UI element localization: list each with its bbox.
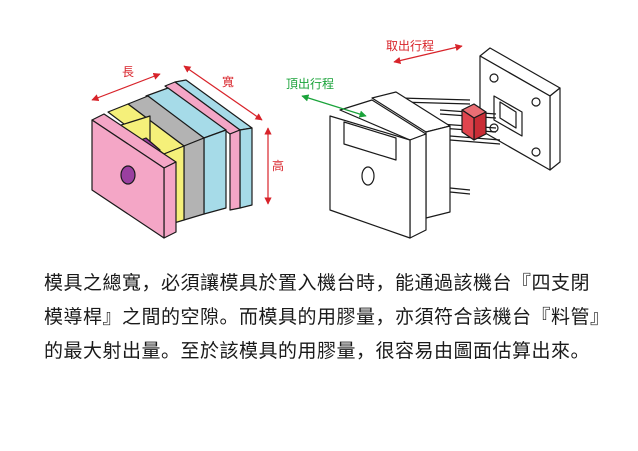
blue-block-front — [203, 129, 227, 215]
blue-plate-side — [239, 127, 253, 209]
moving-plate-bolt-2 — [531, 97, 541, 107]
moving-plate-side — [549, 87, 561, 171]
colored-mold-assembly — [91, 79, 253, 239]
sprue-hole-outline — [361, 166, 375, 186]
molded-part — [461, 103, 487, 141]
outline-mold-assembly — [479, 47, 561, 171]
moving-plate-bolt-4 — [531, 147, 541, 157]
outline-mold-front — [329, 91, 451, 239]
sprue-hole — [120, 165, 136, 185]
middle-plate-side — [425, 125, 451, 219]
front-plate-side — [409, 133, 427, 239]
mold-dimension-diagram: 長 寬 高 — [91, 38, 561, 239]
height-label: 高 — [272, 158, 284, 173]
moving-plate-window-inner — [499, 101, 517, 129]
gray-block-front — [183, 137, 205, 221]
ejector-stroke-arrow — [301, 94, 367, 118]
width-label: 寬 — [222, 74, 234, 89]
takeout-stroke-arrow — [393, 43, 463, 65]
ejector-stroke-label: 頂出行程 — [286, 76, 334, 91]
takeout-stroke-label: 取出行程 — [386, 38, 434, 53]
length-label: 長 — [122, 65, 134, 79]
caption-text: 模具之總寬，必須讓模具於置入機台時，能通過該機台『四支閉模導桿』之間的空隙。而模… — [44, 272, 601, 362]
pink-back-plate-front — [229, 129, 241, 211]
width-dimension-arrow — [183, 65, 263, 121]
length-dimension-arrow — [91, 72, 161, 102]
front-plate-inner — [343, 121, 397, 161]
pink-front-plate-side — [163, 161, 177, 239]
moving-plate-bolt-1 — [489, 73, 499, 83]
